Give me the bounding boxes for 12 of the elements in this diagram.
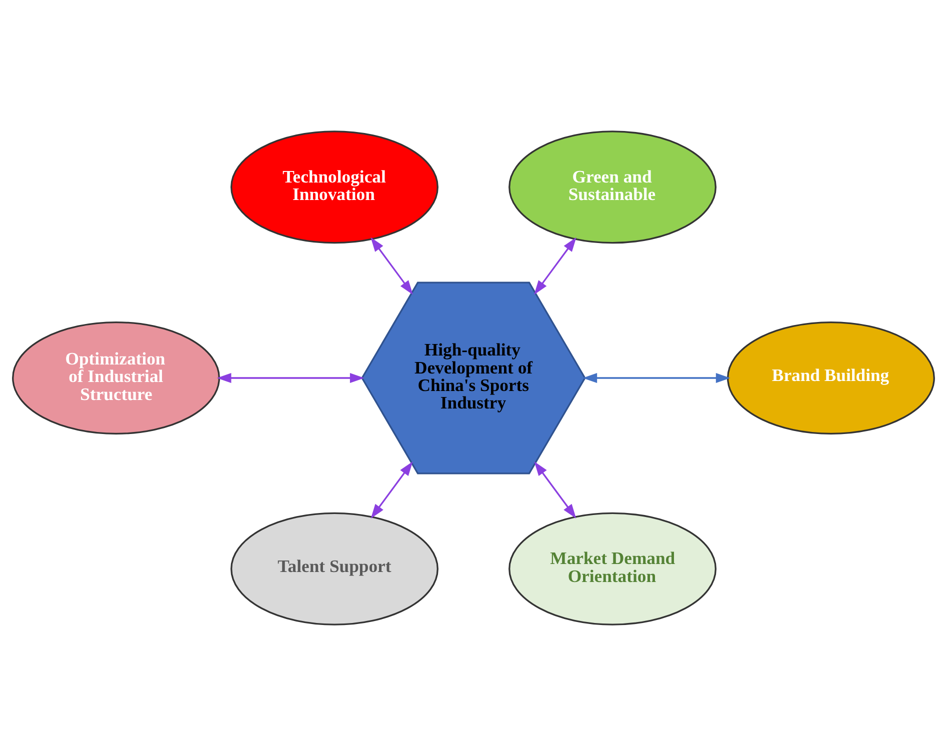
- arrow: [582, 372, 730, 383]
- arrow: [370, 236, 413, 294]
- arrow: [534, 461, 576, 518]
- node-ellipse: Green and Sustainable: [508, 130, 716, 244]
- node-ellipse: Brand Building: [726, 320, 935, 434]
- arrow: [534, 236, 576, 294]
- arrow: [370, 461, 413, 518]
- node-ellipse: Talent Support: [230, 512, 438, 625]
- node-ellipse: Technological Innovation: [230, 130, 438, 244]
- arrow: [216, 372, 364, 383]
- node-ellipse: Market Demand Orientation: [508, 512, 716, 625]
- node-ellipse: Optimization of Industrial Structure: [12, 320, 220, 434]
